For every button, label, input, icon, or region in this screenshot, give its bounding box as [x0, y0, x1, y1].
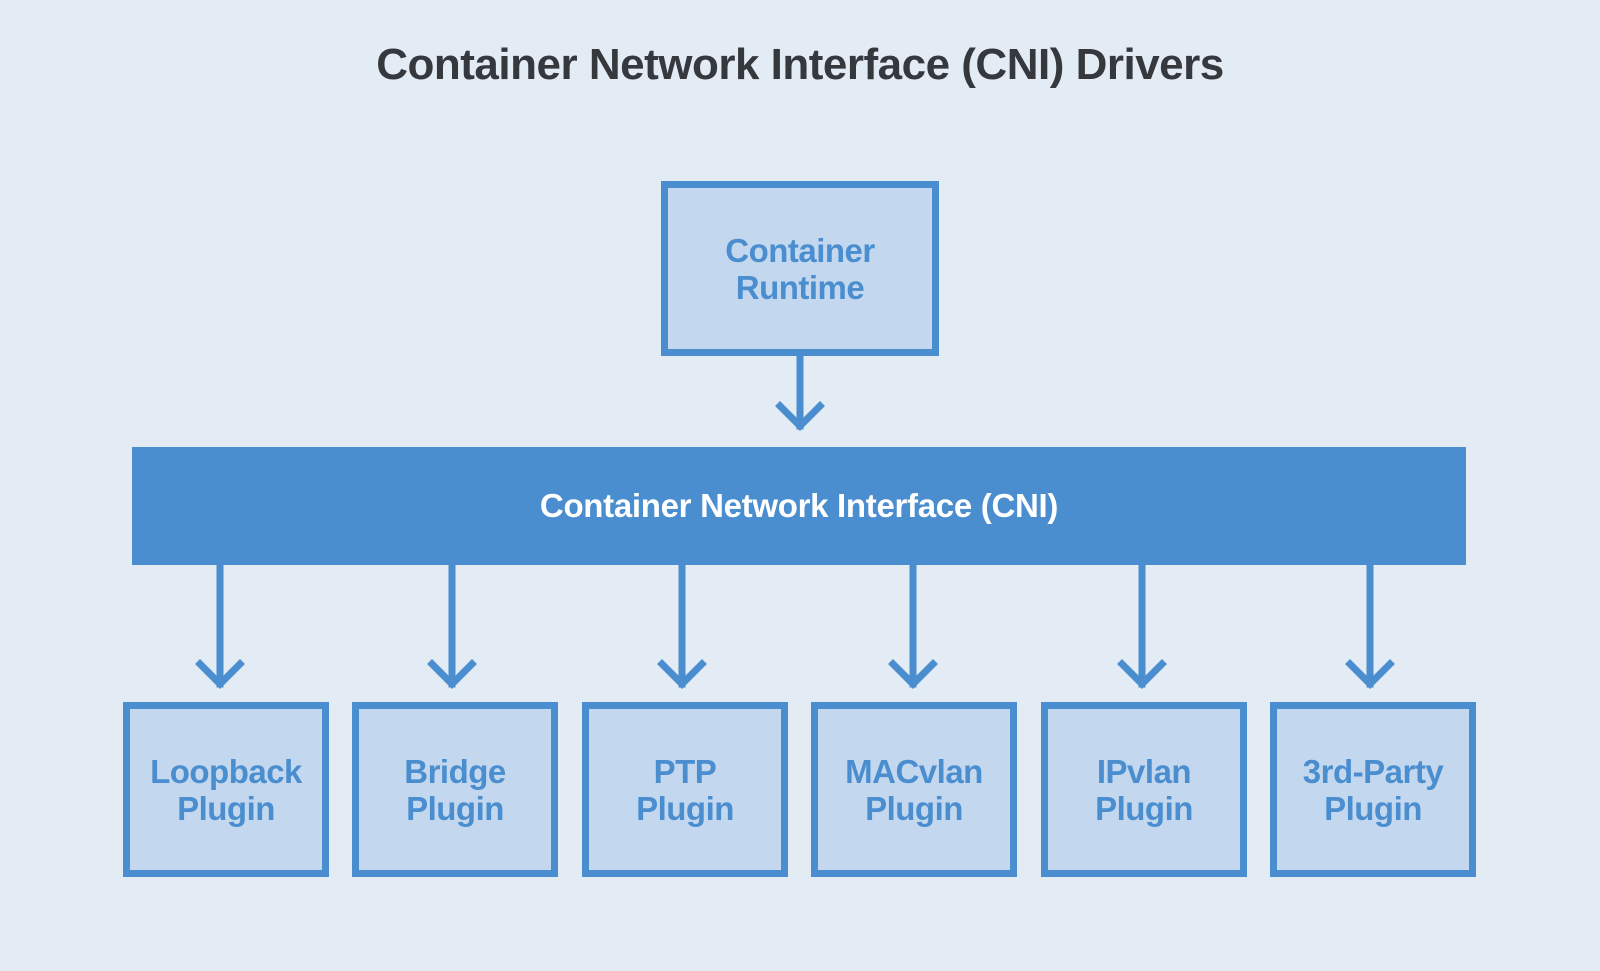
cni-label: Container Network Interface (CNI)	[539, 487, 1059, 524]
plugin-label-line1: Loopback	[150, 752, 302, 790]
plugin-label-line2: Plugin	[1095, 789, 1193, 827]
plugin-box-bridge: Bridge Plugin	[352, 702, 558, 877]
arrow-cni-to-macvlan	[888, 561, 938, 689]
container-runtime-box: Container Runtime	[661, 181, 939, 356]
plugin-label-line1: PTP	[653, 752, 717, 790]
plugin-label-line1: 3rd-Party	[1302, 752, 1444, 790]
plugin-box-macvlan: MACvlan Plugin	[811, 702, 1017, 877]
cni-bar: Container Network Interface (CNI)	[132, 447, 1466, 565]
arrow-cni-to-loopback	[195, 561, 245, 689]
plugin-label-line2: Plugin	[177, 789, 275, 827]
arrow-runtime-to-cni	[775, 352, 825, 431]
diagram-title: Container Network Interface (CNI) Driver…	[376, 40, 1224, 89]
arrow-cni-to-ptp	[657, 561, 707, 689]
plugin-label-line2: Plugin	[1324, 789, 1422, 827]
runtime-label-line2: Runtime	[735, 268, 865, 306]
arrow-cni-to-3rd-party	[1345, 561, 1395, 689]
plugin-label-line1: MACvlan	[845, 752, 983, 790]
plugin-box-loopback: Loopback Plugin	[123, 702, 329, 877]
arrow-cni-to-ipvlan	[1117, 561, 1167, 689]
plugin-label-line1: Bridge	[404, 752, 506, 790]
plugin-label-line2: Plugin	[636, 789, 734, 827]
runtime-label-line1: Container	[725, 231, 875, 269]
plugin-label-line1: IPvlan	[1096, 752, 1192, 790]
plugin-box-3rd-party: 3rd-Party Plugin	[1270, 702, 1476, 877]
plugin-label-line2: Plugin	[406, 789, 504, 827]
plugin-label-line2: Plugin	[865, 789, 963, 827]
arrow-cni-to-bridge	[427, 561, 477, 689]
plugin-box-ptp: PTP Plugin	[582, 702, 788, 877]
plugin-box-ipvlan: IPvlan Plugin	[1041, 702, 1247, 877]
